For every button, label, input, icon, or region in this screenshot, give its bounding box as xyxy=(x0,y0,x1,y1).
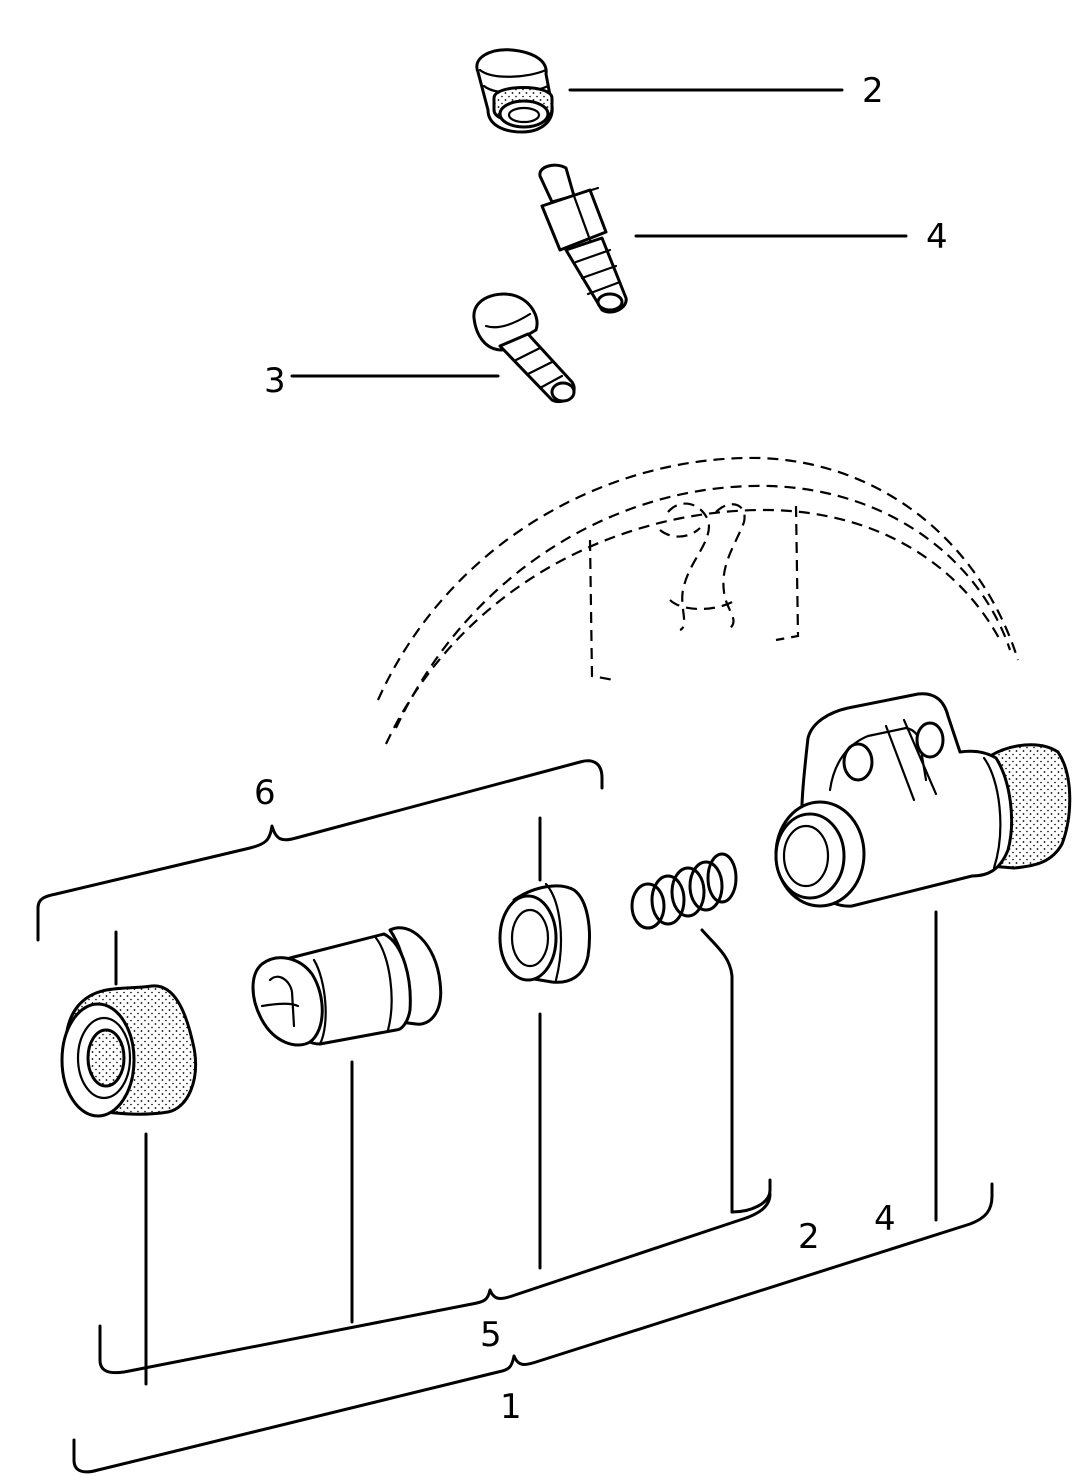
leader-line-spring xyxy=(700,928,734,1214)
label-5: 5 xyxy=(480,1315,502,1355)
bolt-part xyxy=(472,292,576,403)
label-2-top: 2 xyxy=(862,71,884,111)
bracket-5 xyxy=(98,1192,772,1375)
bracket-6 xyxy=(36,759,604,942)
bracket-spring-group xyxy=(730,1178,772,1214)
label-4-top: 4 xyxy=(926,217,948,257)
bleeder-cap-part xyxy=(475,48,554,134)
cup-seal-part xyxy=(498,882,591,984)
label-4-bottom: 4 xyxy=(874,1199,896,1239)
spring-part xyxy=(630,852,738,930)
label-3: 3 xyxy=(264,361,286,401)
label-1: 1 xyxy=(500,1387,522,1427)
bracket-1 xyxy=(72,1182,994,1474)
boot-part xyxy=(60,984,198,1118)
piston-part xyxy=(251,926,443,1047)
wheel-cylinder-housing-part xyxy=(774,692,1072,908)
ghost-brake-backing-plate xyxy=(376,456,1020,745)
bleeder-valve-part xyxy=(538,163,628,314)
label-2-bottom: 2 xyxy=(798,1217,820,1257)
label-6: 6 xyxy=(254,773,276,813)
